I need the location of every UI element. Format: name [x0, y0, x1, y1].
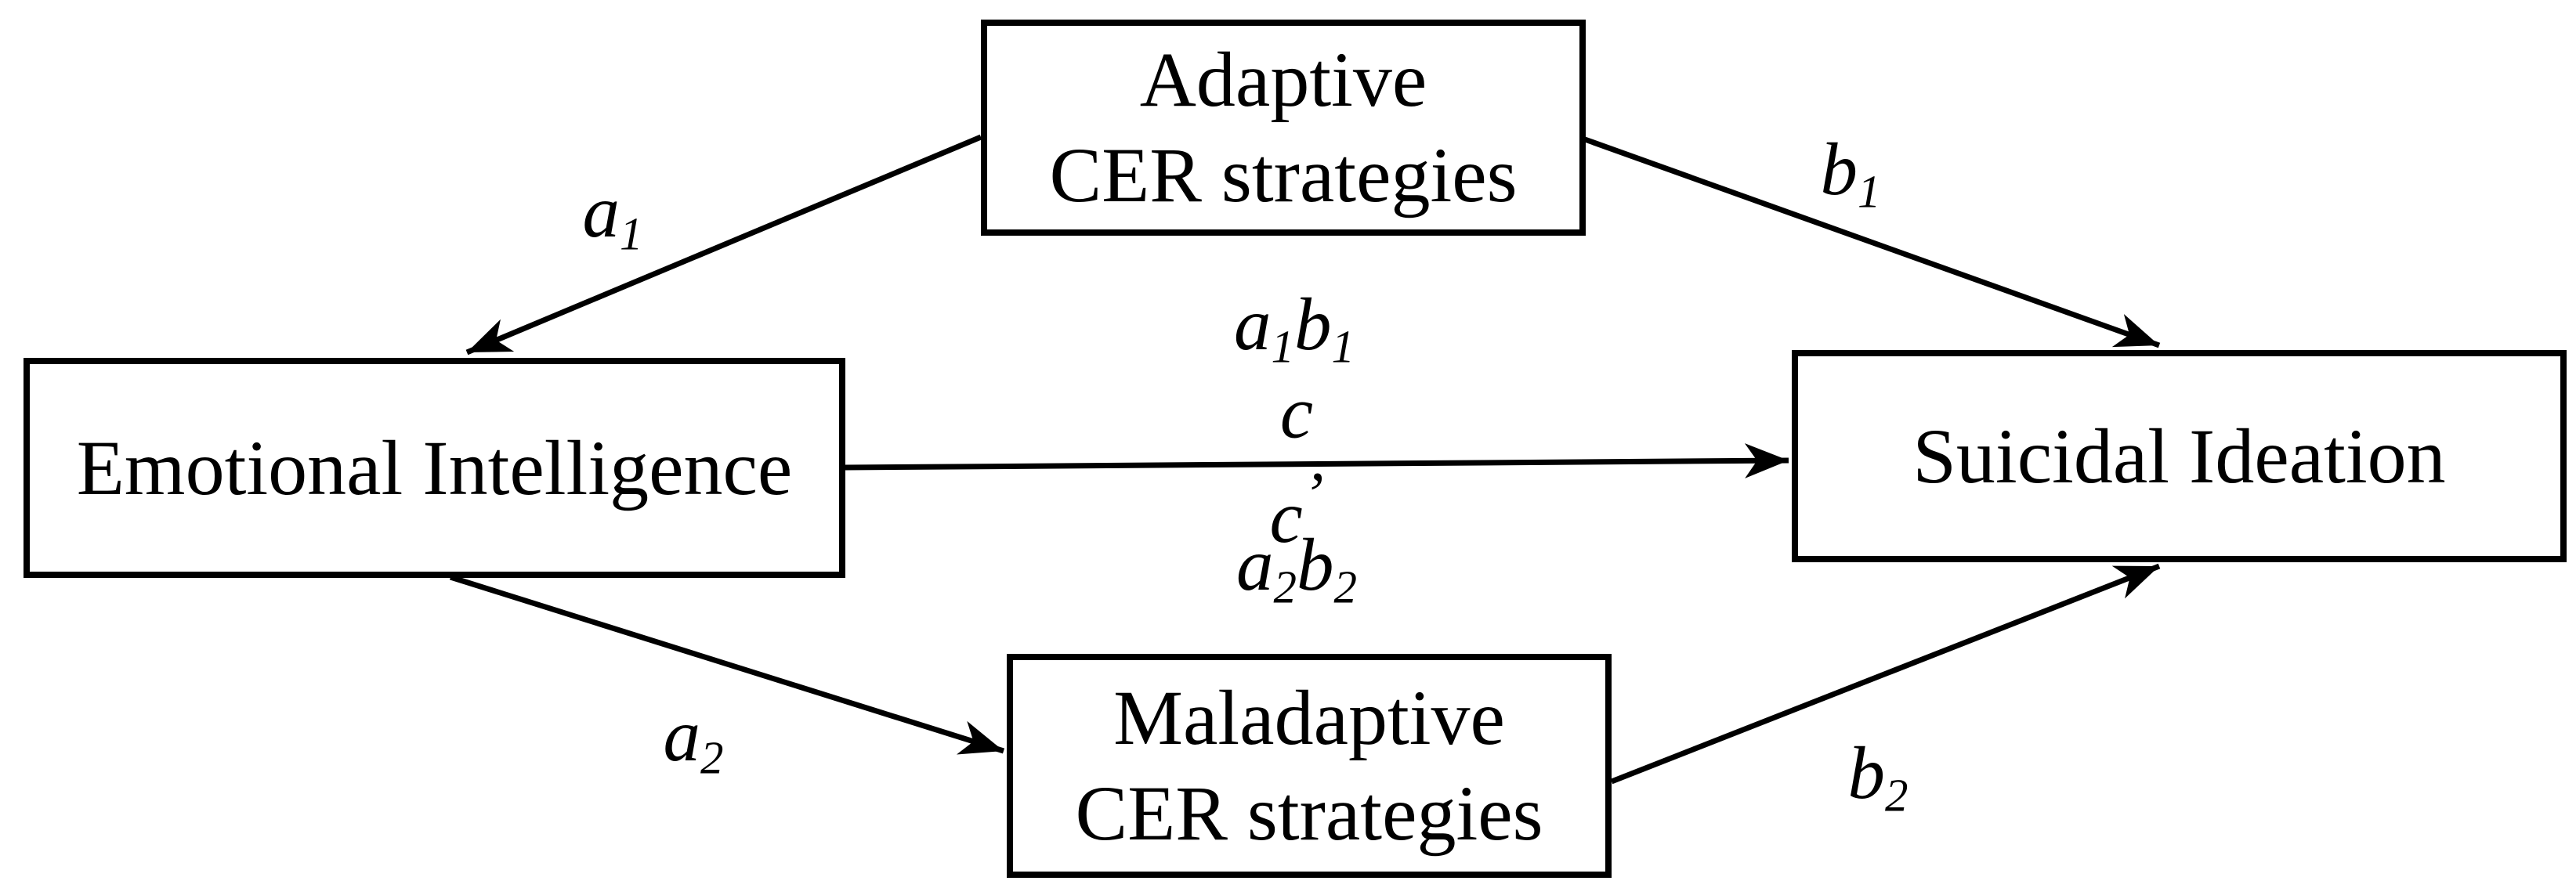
label-b2: b2 [1848, 735, 1908, 821]
label-a2b2-base2: b [1297, 522, 1334, 606]
label-a1b1-base1: a [1234, 282, 1272, 366]
label-b1-base: b [1820, 127, 1858, 211]
maladaptive-cer-box: Maladaptive CER strategies [1007, 654, 1612, 878]
adaptive-cer-label-line1: Adaptive [1139, 36, 1427, 123]
b1-path-arrow [1583, 136, 2161, 348]
label-a2b2-sub2: 2 [1333, 561, 1357, 613]
label-a1b1-sub1: 1 [1271, 321, 1294, 373]
label-a1b1-sub2: 1 [1331, 321, 1355, 373]
a2-path-arrow [449, 574, 1005, 755]
b2-path-arrow [1610, 563, 2161, 785]
label-a2b2-base1: a [1236, 522, 1274, 606]
label-a2: a2 [664, 698, 724, 782]
label-b1-sub: 1 [1858, 166, 1881, 218]
suicidal-ideation-box: Suicidal Ideation [1792, 350, 2567, 562]
label-a1b1: a1b1 [1234, 287, 1355, 370]
maladaptive-cer-label-line1: Maladaptive [1113, 674, 1505, 761]
label-a1-sub: 1 [620, 208, 643, 260]
label-a1: a1 [583, 174, 643, 260]
label-a2b2: a2b2 [1236, 527, 1357, 613]
a1-path-arrow [465, 134, 982, 356]
label-c-prime: c’ [1269, 463, 1323, 554]
label-c: c [1280, 375, 1313, 450]
emotional-intelligence-box: Emotional Intelligence [24, 358, 845, 578]
adaptive-cer-label-line2: CER strategies [1049, 132, 1518, 218]
label-c-prime-mark: ’ [1302, 460, 1324, 530]
emotional-intelligence-label: Emotional Intelligence [76, 424, 793, 511]
label-b2-base: b [1847, 731, 1886, 814]
label-a2-base: a [663, 693, 701, 777]
maladaptive-cer-label-line2: CER strategies [1075, 770, 1543, 857]
c-path-arrow [845, 443, 1789, 478]
adaptive-cer-box: Adaptive CER strategies [981, 20, 1586, 236]
label-c-prime-base: c [1269, 475, 1303, 558]
label-b2-sub: 2 [1885, 770, 1908, 821]
label-b1: b1 [1821, 132, 1881, 215]
label-a2b2-sub1: 2 [1273, 561, 1297, 613]
label-a2-sub: 2 [700, 732, 724, 784]
label-a1b1-base2: b [1294, 282, 1332, 366]
label-c-base: c [1279, 370, 1314, 454]
suicidal-ideation-label: Suicidal Ideation [1912, 412, 2446, 500]
label-a1-base: a [582, 169, 620, 253]
